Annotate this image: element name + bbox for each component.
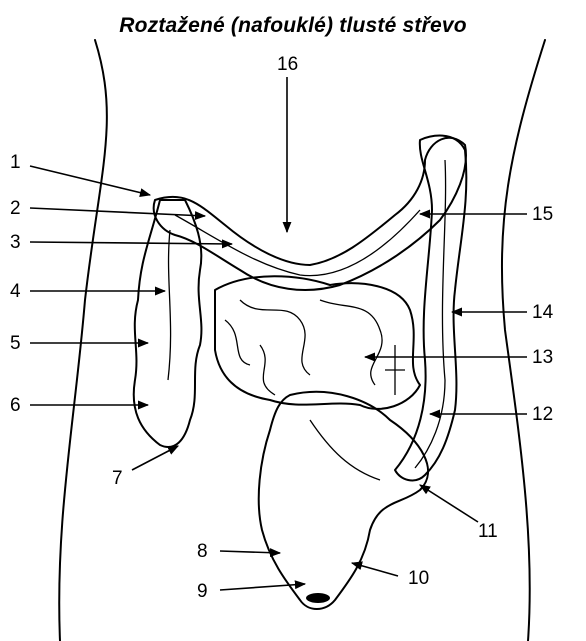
label-3: 3 xyxy=(10,232,21,253)
label-12: 12 xyxy=(532,404,553,425)
label-7: 7 xyxy=(112,468,123,489)
label-4: 4 xyxy=(10,281,21,302)
label-10: 10 xyxy=(408,568,429,589)
ascending-colon xyxy=(134,200,202,447)
label-9: 9 xyxy=(197,581,208,602)
label-8: 8 xyxy=(197,541,208,562)
label-6: 6 xyxy=(10,395,21,416)
number-labels: 1 2 3 4 5 6 7 8 9 10 11 12 13 14 15 16 xyxy=(10,54,554,602)
rectum xyxy=(259,392,428,609)
label-13: 13 xyxy=(532,347,553,368)
label-14: 14 xyxy=(532,302,554,323)
descending-colon xyxy=(395,136,466,481)
label-5: 5 xyxy=(10,333,21,354)
label-1: 1 xyxy=(10,152,21,173)
body-outline-right xyxy=(502,40,545,641)
anus xyxy=(306,593,330,603)
label-2: 2 xyxy=(10,198,21,219)
label-16: 16 xyxy=(277,54,298,75)
label-11: 11 xyxy=(478,521,498,542)
small-intestine xyxy=(215,276,420,409)
label-15: 15 xyxy=(532,204,553,225)
body-outline-left xyxy=(59,40,107,641)
